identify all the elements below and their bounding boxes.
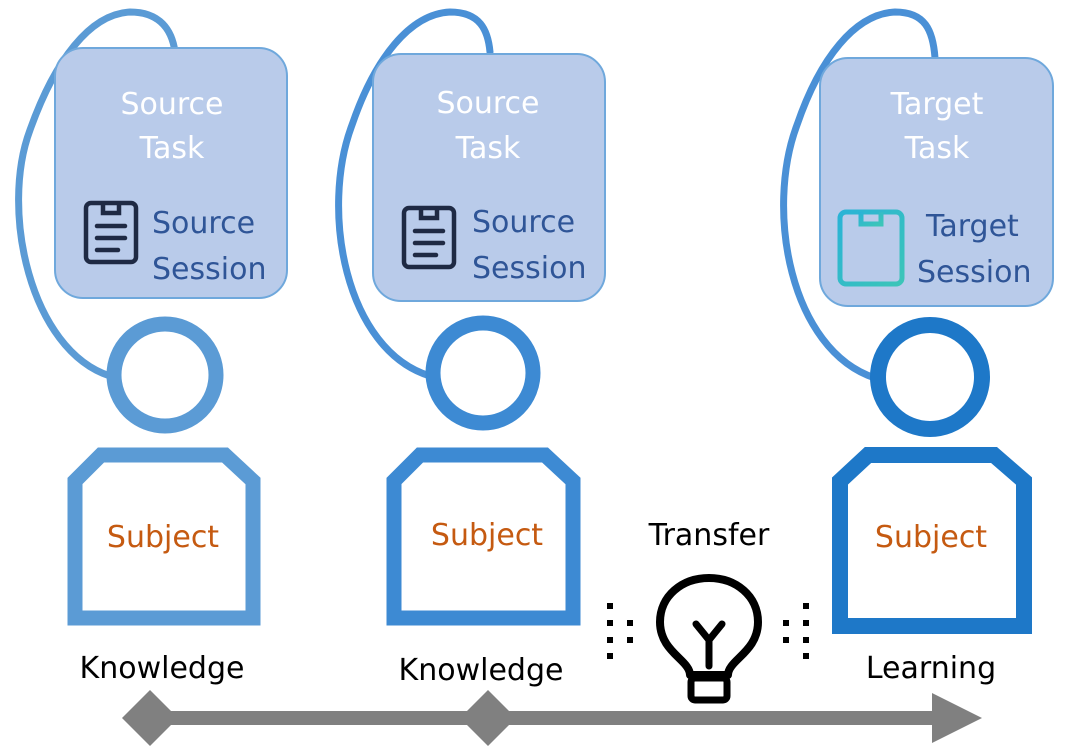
clipboard-icon	[837, 209, 905, 287]
dotted-bracket-left	[607, 603, 633, 659]
session-label-line2: Session	[472, 251, 586, 286]
timeline-arrowhead	[932, 693, 982, 743]
transfer-group: Transfer	[607, 518, 809, 704]
panel-source-1: Source Task Source Session Subject Knowl…	[15, 8, 288, 686]
loop-connector	[335, 8, 494, 380]
task-box	[372, 53, 606, 302]
person-head	[870, 317, 990, 437]
task-box	[819, 57, 1054, 307]
session-label-line1: Source	[152, 206, 255, 241]
person-body	[832, 447, 1032, 634]
transfer-label: Transfer	[648, 518, 770, 553]
panel-target: Target Task Target Session Subject Learn…	[780, 8, 1054, 686]
task-title-line2: Task	[904, 131, 970, 166]
session-label-line1: Target	[925, 209, 1019, 244]
person-body	[67, 447, 261, 626]
timeline-mid-diamond	[460, 690, 516, 746]
session-label-line2: Session	[917, 255, 1031, 290]
task-title-line2: Task	[455, 131, 521, 166]
task-box	[54, 47, 288, 299]
task-title-line1: Source	[120, 87, 223, 122]
timeline-start-diamond	[122, 690, 178, 746]
person-head	[106, 316, 224, 434]
panel-source-2: Source Task Source Session Subject Knowl…	[335, 8, 606, 688]
session-label-line2: Session	[152, 252, 266, 287]
caption-learning: Learning	[866, 651, 996, 686]
task-title-line2: Task	[139, 131, 205, 166]
caption-knowledge: Knowledge	[399, 653, 564, 688]
task-title-line1: Target	[890, 87, 984, 122]
task-title-line1: Source	[436, 86, 539, 121]
subject-label: Subject	[107, 520, 219, 555]
session-label-line1: Source	[472, 205, 575, 240]
clipboard-icon	[401, 205, 457, 270]
person-body	[386, 447, 581, 626]
clipboard-icon	[83, 200, 139, 265]
loop-connector	[780, 8, 939, 382]
subject-label: Subject	[875, 520, 987, 555]
dotted-bracket-right	[783, 603, 809, 659]
loop-connector	[15, 8, 179, 380]
person-head	[425, 315, 541, 431]
lightbulb-icon	[656, 574, 762, 704]
caption-knowledge: Knowledge	[80, 651, 245, 686]
subject-label: Subject	[431, 518, 543, 553]
timeline-arrow	[122, 690, 982, 746]
